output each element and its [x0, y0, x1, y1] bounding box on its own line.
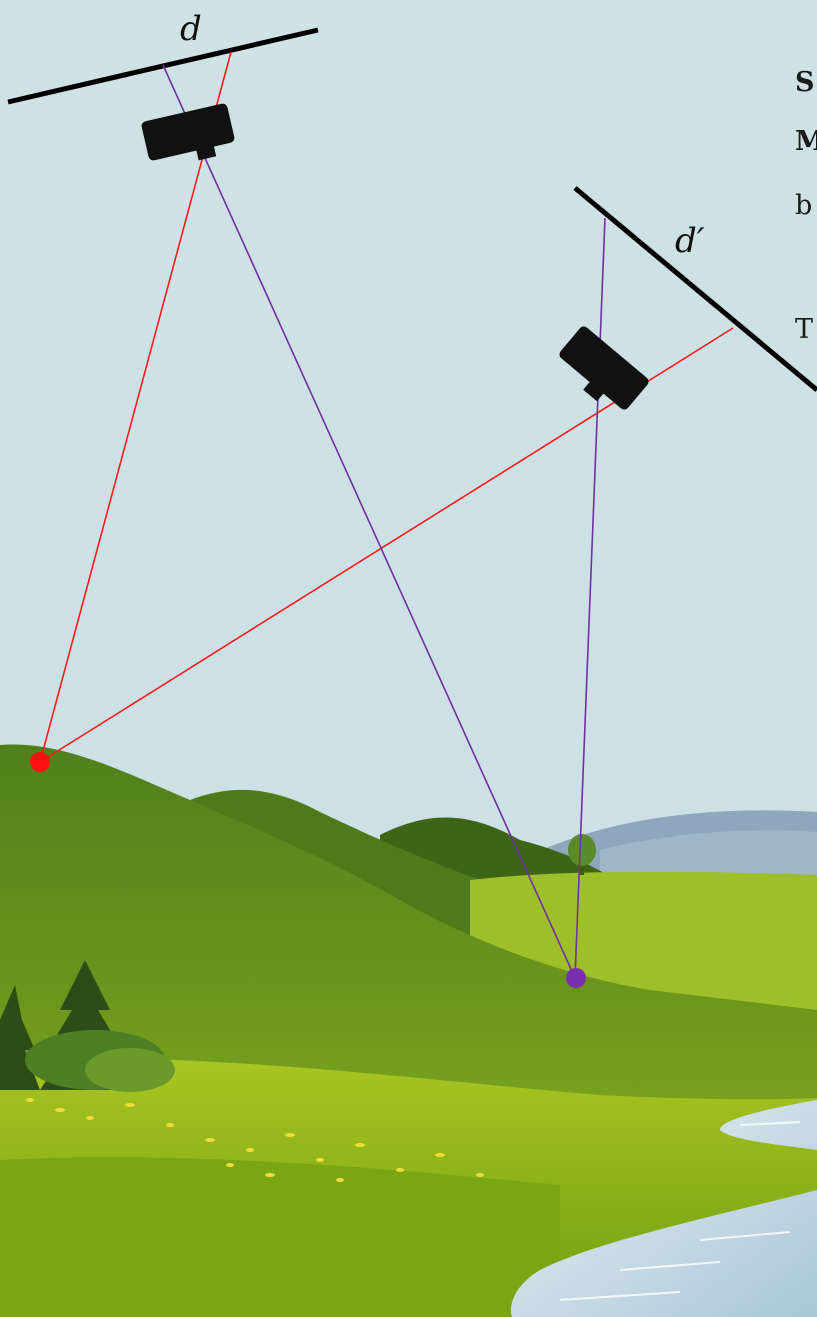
river-ripples — [559, 1121, 801, 1301]
meadow-flowers — [26, 1098, 484, 1182]
distant-tree — [568, 834, 596, 875]
ray-red-left — [39, 51, 232, 763]
image-plane-right-label: d′ — [675, 221, 705, 261]
side-text-line-4: T — [795, 314, 813, 345]
river — [510, 1100, 817, 1317]
scene-point-purple — [566, 968, 586, 988]
scene-point-red — [30, 752, 50, 772]
camera-right-icon — [559, 326, 649, 410]
shrub — [25, 1030, 175, 1092]
side-text-line-1: S — [795, 67, 815, 98]
camera-left-icon — [141, 103, 235, 161]
image-plane-right — [573, 186, 817, 392]
side-text-line-3: b — [795, 190, 812, 221]
image-plane-left-label: d — [180, 9, 202, 49]
side-text-line-2: M — [795, 126, 817, 157]
ray-purple-left — [162, 64, 576, 979]
foreground-grass — [0, 1157, 560, 1317]
